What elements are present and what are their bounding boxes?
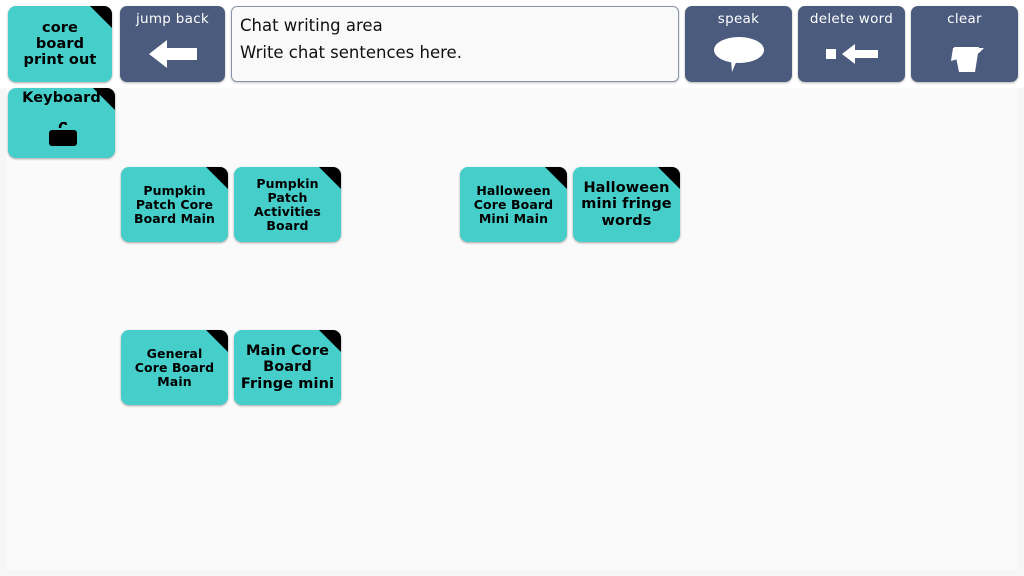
board-tile-label: Halloween Core Board Mini Main bbox=[473, 182, 554, 226]
keyboard-button[interactable]: Keyboard bbox=[8, 88, 115, 158]
corner-fold-icon bbox=[90, 6, 112, 28]
corner-fold-icon bbox=[93, 88, 115, 110]
speech-bubble-icon bbox=[685, 32, 792, 76]
board-tile-label: Halloween mini fringe words bbox=[581, 180, 672, 229]
board-tile-pumpkin-patch-activities-board[interactable]: Pumpkin Patch Activities Board bbox=[234, 167, 341, 242]
core-board-print-out-label: core board print out bbox=[23, 19, 97, 69]
trash-icon bbox=[911, 32, 1018, 76]
corner-fold-icon bbox=[658, 167, 680, 189]
chat-writing-area[interactable]: Chat writing area Write chat sentences h… bbox=[231, 6, 679, 82]
core-board-print-out-button[interactable]: core board print out bbox=[8, 6, 112, 82]
board-tile-halloween-core-board-mini-main[interactable]: Halloween Core Board Mini Main bbox=[460, 167, 567, 242]
backspace-icon bbox=[798, 32, 905, 76]
board-tile-pumpkin-patch-core-board-main[interactable]: Pumpkin Patch Core Board Main bbox=[121, 167, 228, 242]
board-tile-halloween-mini-fringe-words[interactable]: Halloween mini fringe words bbox=[573, 167, 680, 242]
board-tile-general-core-board-main[interactable]: General Core Board Main bbox=[121, 330, 228, 405]
delete-word-label: delete word bbox=[809, 11, 894, 27]
corner-fold-icon bbox=[319, 167, 341, 189]
corner-fold-icon bbox=[319, 330, 341, 352]
board-area: Keyboard Pumpkin Patch Core Board Main P… bbox=[0, 88, 1024, 576]
corner-fold-icon bbox=[206, 167, 228, 189]
board-tile-main-core-board-fringe-mini[interactable]: Main Core Board Fringe mini bbox=[234, 330, 341, 405]
delete-word-button[interactable]: delete word bbox=[798, 6, 905, 82]
board-tile-label: Pumpkin Patch Core Board Main bbox=[133, 182, 216, 226]
keyboard-label: Keyboard bbox=[22, 90, 101, 106]
board-tile-label: Pumpkin Patch Activities Board bbox=[254, 175, 321, 233]
corner-fold-icon bbox=[545, 167, 567, 189]
left-arrow-icon bbox=[120, 32, 225, 76]
board-tile-label: Main Core Board Fringe mini bbox=[240, 343, 335, 392]
clear-button[interactable]: clear bbox=[911, 6, 1018, 82]
speak-label: speak bbox=[717, 11, 760, 27]
jump-back-label: jump back bbox=[135, 11, 210, 27]
board-grid: Keyboard Pumpkin Patch Core Board Main P… bbox=[6, 88, 1018, 570]
corner-fold-icon bbox=[206, 330, 228, 352]
board-tile-label: General Core Board Main bbox=[134, 345, 215, 389]
toolbar-header: core board print out jump back Chat writ… bbox=[0, 0, 1024, 88]
jump-back-button[interactable]: jump back bbox=[120, 6, 225, 82]
clear-label: clear bbox=[947, 11, 982, 27]
keyboard-icon bbox=[8, 122, 115, 150]
speak-button[interactable]: speak bbox=[685, 6, 792, 82]
